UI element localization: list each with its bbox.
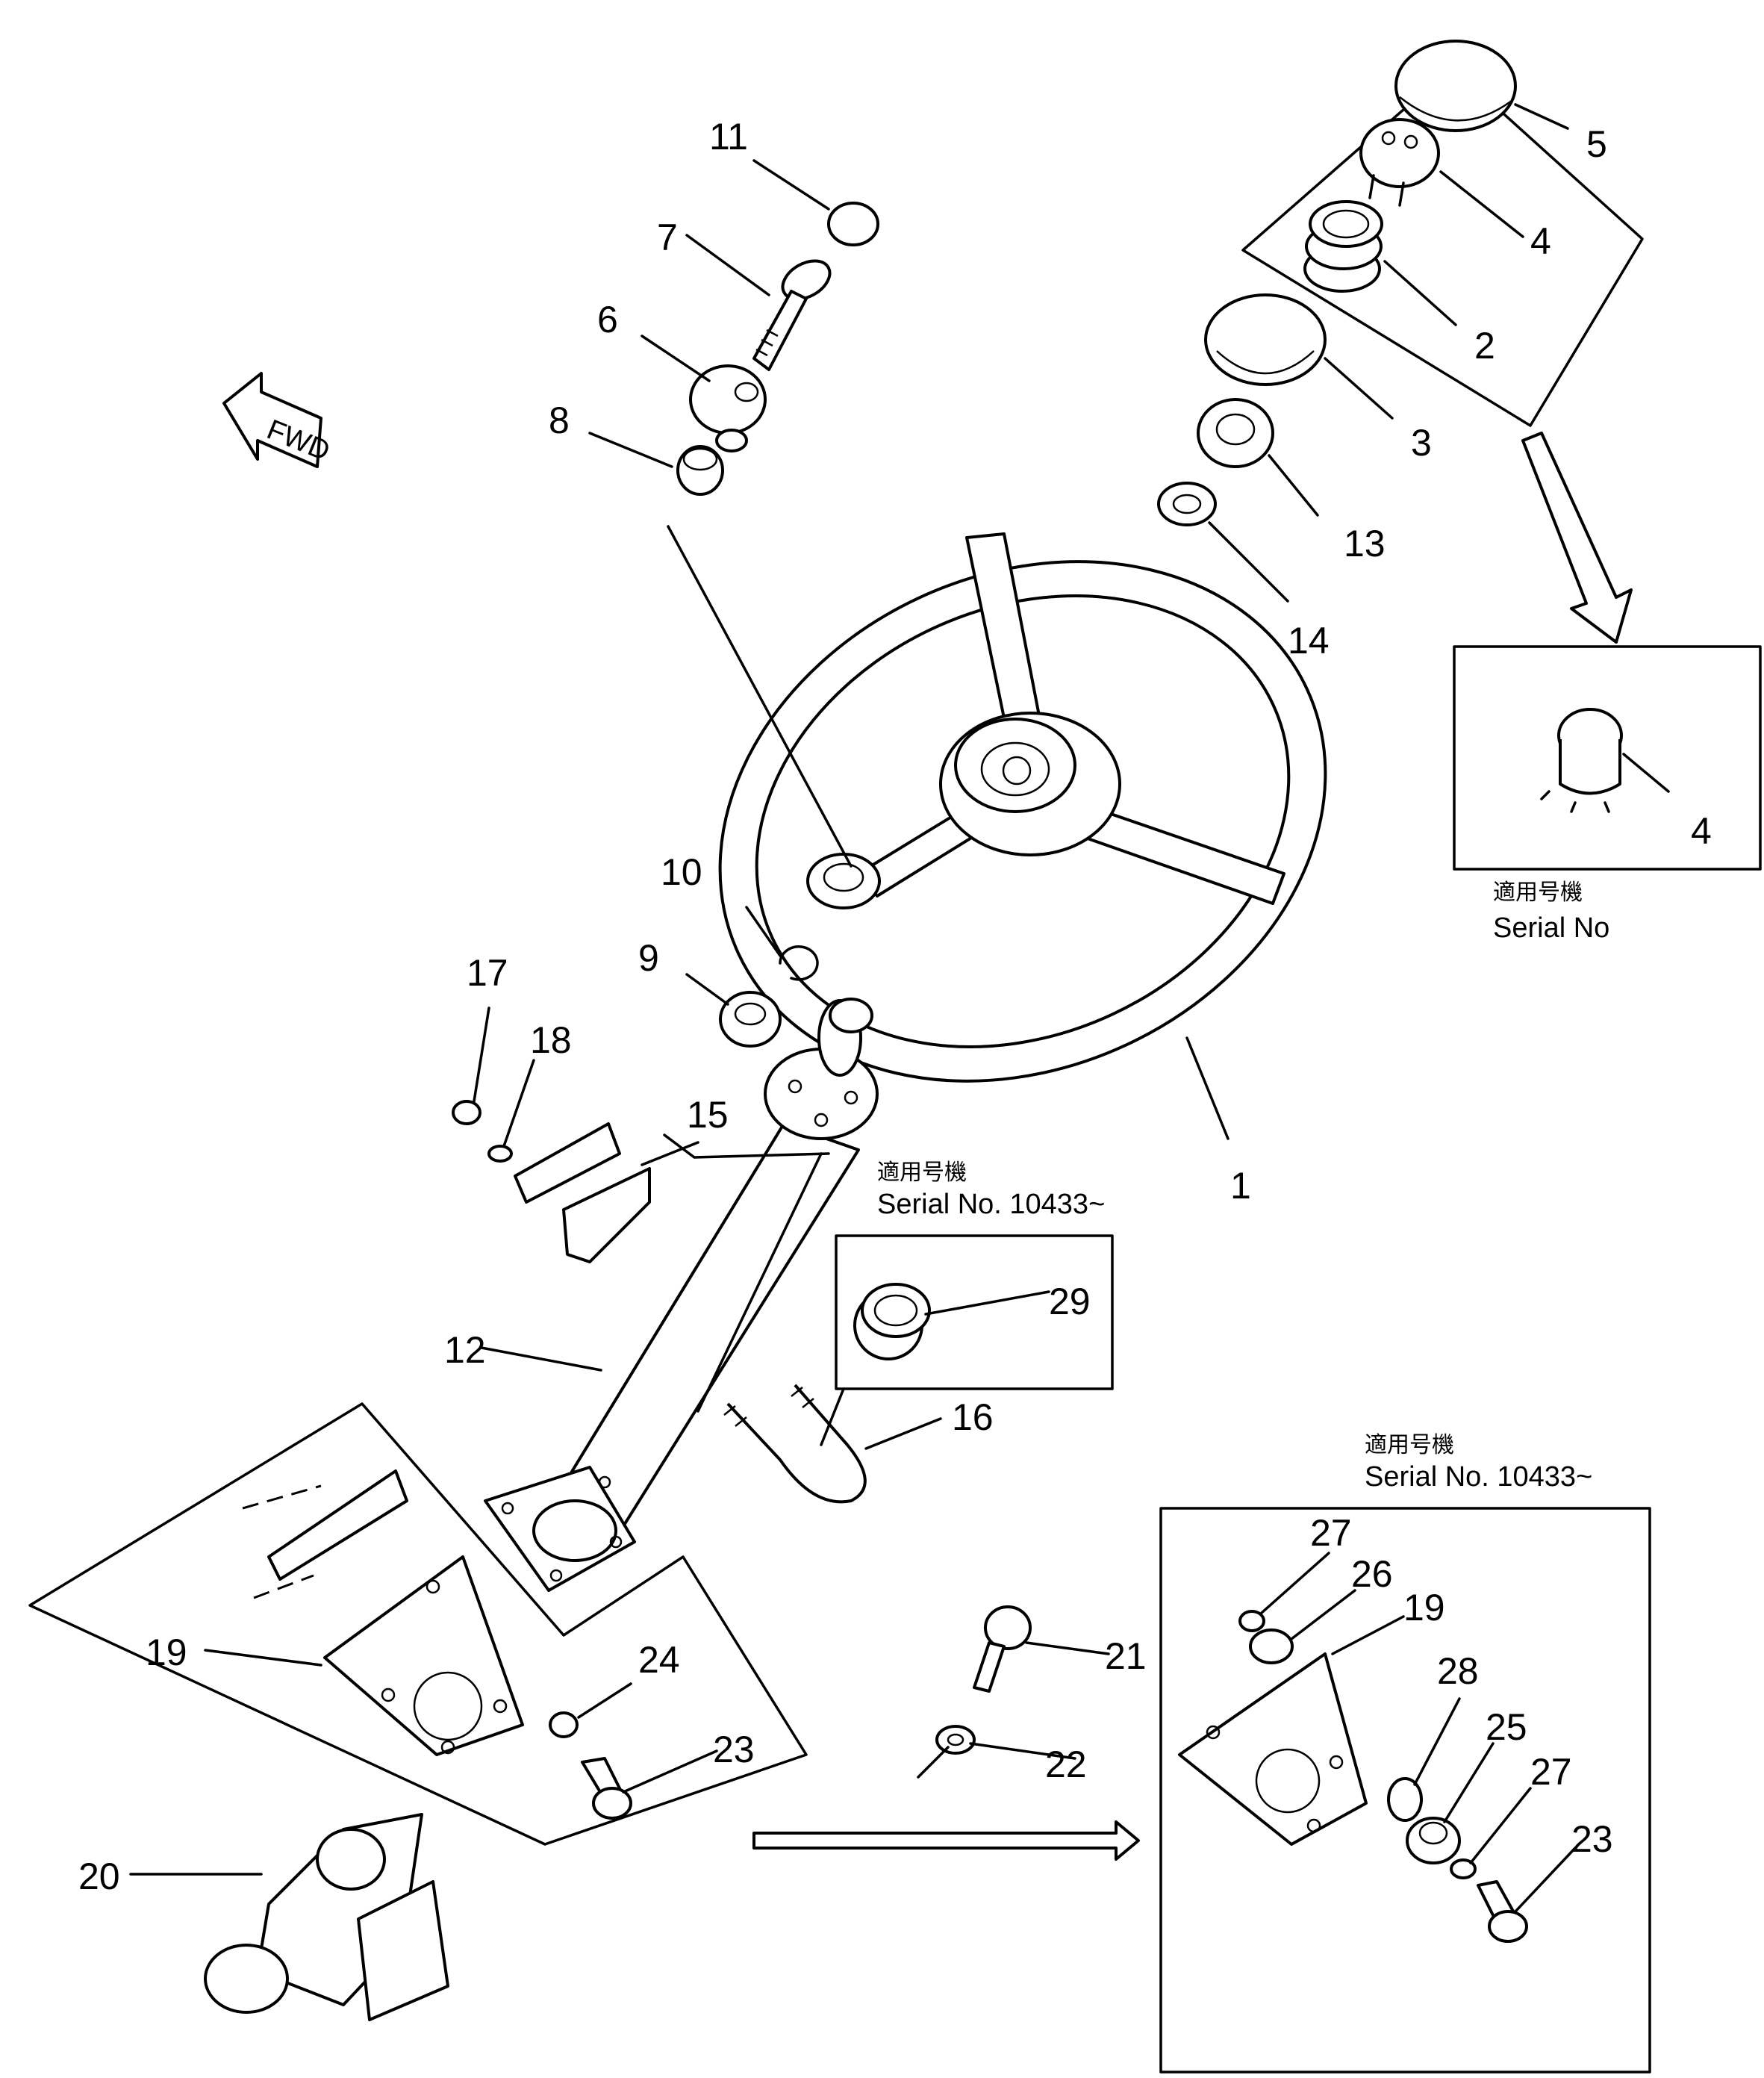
- steering-valve-20: [204, 1813, 449, 2021]
- horn-switch: [1359, 118, 1440, 207]
- nut-9: [719, 991, 782, 1048]
- caption-serial-1: Serial No. 10433~: [877, 1189, 1105, 1220]
- horn-ring: [1204, 293, 1327, 386]
- horn-detail-box: [1453, 645, 1762, 871]
- knob: [689, 364, 767, 452]
- part-label-8: 8: [549, 399, 570, 441]
- part-label-20: 20: [78, 1855, 120, 1897]
- knob-screw: [752, 259, 832, 371]
- part-label-5: 5: [1586, 123, 1607, 165]
- bolt-23-detail: [1477, 1880, 1528, 1943]
- hub-nut-13: [1197, 398, 1274, 468]
- horn-spring: [1303, 200, 1383, 293]
- part-label-18: 18: [530, 1019, 572, 1061]
- part-label-7: 7: [657, 217, 678, 258]
- part-label-22: 22: [1045, 1743, 1087, 1785]
- fwd-arrow-icon: FWD: [222, 372, 334, 468]
- bracket-19-detail: [1178, 1652, 1368, 1846]
- horn-cover: [1394, 40, 1517, 132]
- part-label-4: 4: [1530, 220, 1551, 262]
- part-label-9: 9: [638, 937, 659, 979]
- part-label-19-detail: 19: [1403, 1587, 1445, 1629]
- part-label-14: 14: [1288, 620, 1330, 662]
- lower-assembly-frame: [28, 1402, 808, 1846]
- part-label-26: 26: [1351, 1553, 1393, 1595]
- steering-column: [484, 998, 879, 1592]
- part-label-12: 12: [444, 1329, 486, 1371]
- part-label-28: 28: [1437, 1650, 1479, 1692]
- washer-27-bottom: [1450, 1858, 1477, 1879]
- part-label-4-detail: 4: [1691, 810, 1712, 852]
- caption-applicable-1: 適用号機: [877, 1160, 967, 1185]
- detail-arrow-icon: [1521, 432, 1633, 644]
- steering-wheel: [718, 532, 1327, 1083]
- part-label-11: 11: [709, 116, 748, 158]
- mounting-plate-19: [242, 1469, 524, 1756]
- part-label-27-bottom: 27: [1530, 1751, 1572, 1793]
- washer-27-top: [1238, 1610, 1265, 1632]
- bolt-23: [581, 1757, 632, 1820]
- part-label-24: 24: [638, 1639, 680, 1681]
- bushing-28: [1387, 1777, 1423, 1822]
- clamp-15: [514, 1122, 651, 1263]
- serial-detail-frame: [1159, 1507, 1651, 2074]
- caption-serial-3: Serial No: [1493, 912, 1609, 944]
- part-label-23: 23: [713, 1729, 755, 1770]
- rubber-mount-25: [1406, 1817, 1461, 1864]
- washer-18: [487, 1145, 513, 1163]
- caption-serial-2: Serial No. 10433~: [1365, 1461, 1592, 1493]
- clip-10: [779, 945, 819, 981]
- washer-22: [935, 1725, 976, 1755]
- captions: 適用号機 Serial No. 10433~ 適用号機 Serial No. 1…: [877, 880, 1609, 1493]
- part-label-21: 21: [1105, 1635, 1147, 1677]
- part-label-3: 3: [1411, 422, 1432, 464]
- leader-lines: [129, 103, 1670, 1913]
- bolt-21: [973, 1605, 1032, 1693]
- part-label-15: 15: [687, 1094, 729, 1136]
- washer-24: [549, 1711, 579, 1738]
- part-label-10: 10: [661, 851, 702, 893]
- transfer-arrow-icon: [752, 1820, 1140, 1861]
- part-label-23-detail: 23: [1571, 1818, 1613, 1860]
- part-label-19: 19: [146, 1631, 187, 1673]
- bushing-29: [853, 1283, 931, 1360]
- caption-applicable-3: 適用号機: [1493, 880, 1583, 905]
- nut-17: [452, 1100, 481, 1125]
- part-numbers: 11 7 6 8 5 4 2 3 13 14 4 1 10 9 17 18 15…: [78, 116, 1712, 1897]
- washer-14: [1157, 482, 1217, 526]
- part-label-6: 6: [597, 299, 618, 340]
- part-label-17: 17: [467, 952, 508, 994]
- bushing-detail-frame: [835, 1234, 1114, 1390]
- u-bolt-16: [723, 1384, 867, 1504]
- part-label-2: 2: [1474, 325, 1495, 367]
- part-label-29: 29: [1049, 1281, 1091, 1322]
- part-label-13: 13: [1344, 523, 1386, 564]
- knob-cap: [827, 202, 879, 246]
- part-label-16: 16: [952, 1396, 994, 1438]
- caption-applicable-2: 適用号機: [1365, 1433, 1454, 1458]
- part-label-27-top: 27: [1310, 1512, 1352, 1554]
- part-label-1: 1: [1230, 1165, 1251, 1207]
- part-label-25: 25: [1486, 1706, 1527, 1748]
- knob-collar: [676, 445, 724, 496]
- spacer-26: [1249, 1629, 1294, 1664]
